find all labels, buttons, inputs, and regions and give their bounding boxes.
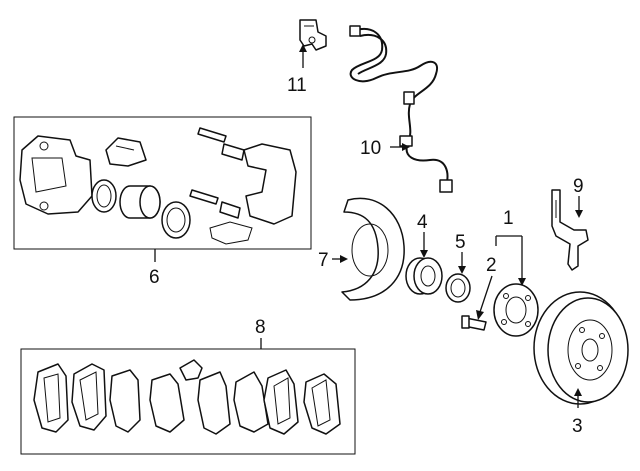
callout-3: 3 — [572, 416, 583, 437]
callout-8: 8 — [255, 317, 266, 338]
part-6-dust-boot[interactable] — [161, 201, 191, 239]
part-9-sensor[interactable] — [551, 189, 589, 271]
callout-4-arrow — [420, 250, 428, 258]
callout-1: 1 — [503, 208, 514, 229]
part-4-bearing[interactable] — [405, 257, 443, 295]
callout-11: 11 — [287, 75, 307, 96]
part-11-bracket[interactable] — [299, 19, 327, 51]
callout-1-leader — [495, 235, 526, 286]
part-8-pads[interactable] — [33, 359, 341, 435]
callout-9-arrow — [575, 210, 583, 218]
part-8-box — [20, 348, 356, 455]
callout-5-arrow — [458, 266, 466, 274]
part-5-snap-ring[interactable] — [445, 273, 471, 303]
callout-2-arrow — [476, 310, 484, 320]
part-7-splash-shield[interactable] — [341, 197, 405, 301]
part-6-bracket[interactable] — [209, 143, 297, 245]
callout-4: 4 — [417, 212, 428, 233]
callout-10-leader — [390, 143, 410, 151]
part-6-piston[interactable] — [119, 185, 161, 219]
part-6-clip[interactable] — [105, 137, 147, 167]
callout-7-leader — [332, 255, 348, 263]
callout-10: 10 — [360, 138, 381, 159]
callout-11-leader — [299, 44, 307, 68]
part-1-hub[interactable] — [493, 283, 539, 337]
part-6-box — [13, 116, 312, 250]
part-10-harness[interactable] — [349, 25, 453, 193]
callout-2: 2 — [486, 255, 497, 276]
callout-3-arrow — [574, 388, 582, 396]
callout-2-leader — [479, 275, 493, 313]
callout-5: 5 — [455, 232, 466, 253]
callout-6: 6 — [149, 267, 160, 288]
part-6-bolts[interactable] — [189, 127, 245, 219]
callout-7: 7 — [318, 250, 329, 271]
part-6-piston-seal[interactable] — [91, 179, 117, 213]
part-6-caliper-body[interactable] — [19, 135, 93, 215]
part-3-rotor[interactable] — [533, 291, 629, 405]
part-2-bolt[interactable] — [461, 315, 487, 331]
callout-9: 9 — [573, 176, 584, 197]
